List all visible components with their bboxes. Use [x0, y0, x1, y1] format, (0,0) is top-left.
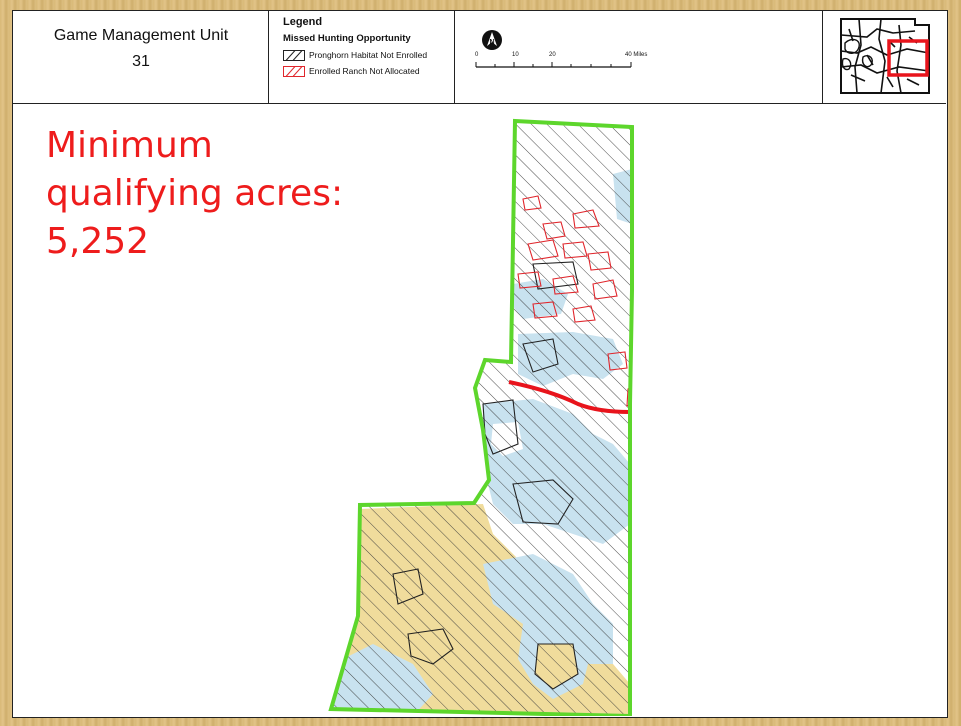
- north-arrow-icon: N: [482, 30, 502, 50]
- map-header: Game Management Unit 31 Legend Missed Hu…: [13, 11, 946, 104]
- scale-bar: 0 10 20 40 Miles: [475, 52, 647, 74]
- scale-label: 40 Miles: [625, 52, 648, 58]
- legend-subtitle: Missed Hunting Opportunity: [283, 33, 411, 44]
- legend-label: Pronghorn Habitat Not Enrolled: [309, 50, 428, 60]
- legend-label: Enrolled Ranch Not Allocated: [309, 66, 420, 76]
- legend-item-pronghorn: Pronghorn Habitat Not Enrolled: [283, 48, 427, 62]
- unit-boundary: [328, 118, 634, 716]
- black-hatch-swatch-icon: [283, 49, 305, 61]
- scale-bar-icon: [475, 62, 632, 68]
- map-frame: Game Management Unit 31 Legend Missed Hu…: [12, 10, 948, 718]
- overlay-value: 5,252: [46, 221, 150, 262]
- scale-label: 20: [549, 52, 556, 58]
- overlay-line: Minimum: [46, 125, 213, 166]
- red-hatch-swatch-icon: [283, 65, 305, 77]
- scale-label: 0: [475, 52, 479, 58]
- north-scale-block: N 0 10 20 40 Miles: [455, 11, 823, 103]
- highway-line: [508, 380, 631, 414]
- scale-label: 10: [512, 52, 519, 58]
- unit-title: Game Management Unit: [53, 27, 229, 44]
- svg-text:N: N: [489, 39, 494, 46]
- minimum-acres-overlay: Minimum qualifying acres: 5,252: [46, 122, 343, 266]
- legend-block: Legend Missed Hunting Opportunity Prongh…: [269, 11, 455, 103]
- legend-item-ranch: Enrolled Ranch Not Allocated: [283, 64, 420, 78]
- inset-map-block: [823, 11, 946, 103]
- state-inset-map-icon: [840, 18, 930, 94]
- legend-title: Legend: [283, 16, 323, 28]
- unit-number: 31: [132, 53, 150, 70]
- title-block: Game Management Unit 31: [13, 11, 269, 103]
- unit-map: [328, 118, 634, 716]
- overlay-line: qualifying acres:: [46, 173, 344, 214]
